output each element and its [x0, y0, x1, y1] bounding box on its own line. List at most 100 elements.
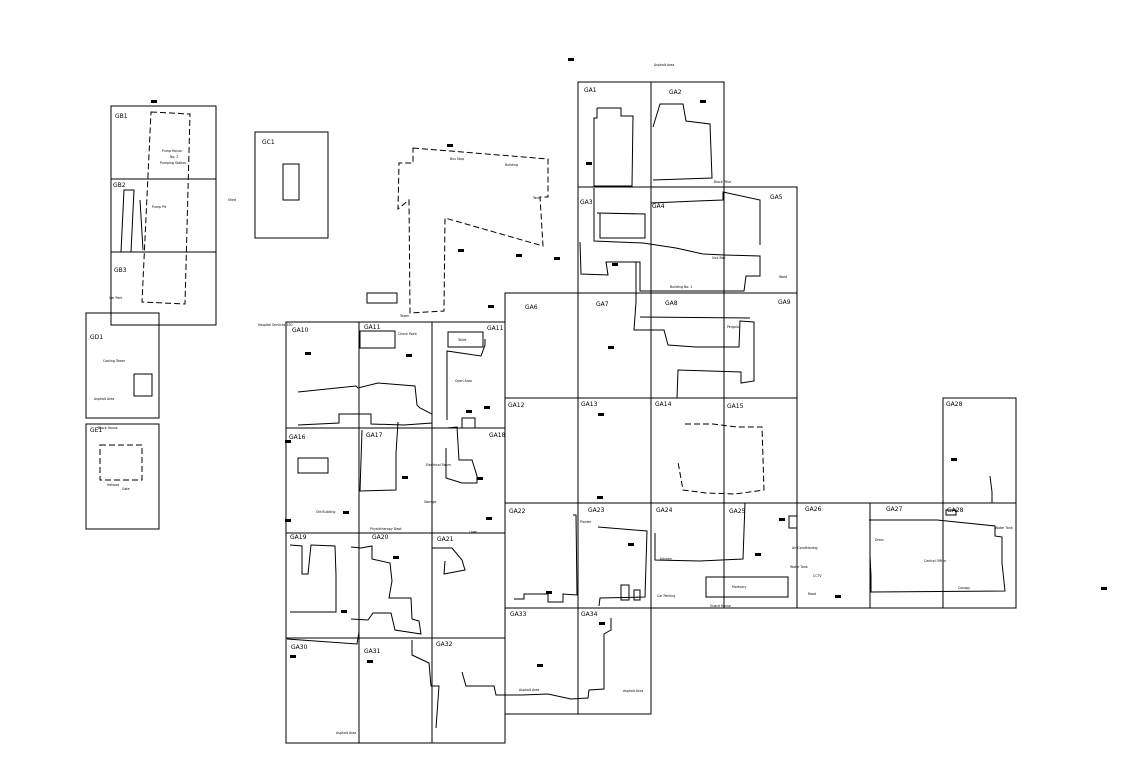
annotation-asphalt-area-2: Asphalt Area — [519, 688, 539, 692]
label-ga5: GA5 — [770, 194, 783, 201]
label-ga28a: GA28 — [946, 401, 963, 408]
label-ga2: GA2 — [669, 89, 682, 96]
sheet-ga8 — [650, 292, 725, 399]
label-ga11a: GA11 — [364, 324, 381, 331]
building-ga4-inner — [596, 212, 646, 239]
label-ga13: GA13 — [581, 401, 598, 408]
sheet-gb3 — [110, 251, 217, 326]
marker — [755, 553, 761, 556]
annotation-lawn: Lawn — [469, 530, 477, 534]
building-ga21 — [432, 547, 466, 575]
label-ga7: GA7 — [596, 301, 609, 308]
annotation-asphalt-area-4: Asphalt Area — [336, 731, 356, 735]
building-ga16 — [297, 457, 329, 474]
label-ga18: GA18 — [489, 432, 506, 439]
annotation-pump-pit: Pump Pit — [152, 205, 167, 209]
annotation-tank: Tank — [532, 196, 540, 200]
sheet-ga10 — [285, 321, 360, 429]
building-gb2-small — [120, 189, 135, 253]
marker — [151, 100, 157, 103]
marker — [951, 458, 957, 461]
label-ga9: GA9 — [778, 299, 791, 306]
building-ga18 — [445, 426, 478, 484]
annotation-mortuary: Mortuary — [732, 585, 747, 589]
marker — [290, 655, 296, 658]
marker — [367, 660, 373, 663]
building-ga1 — [593, 107, 634, 187]
label-ga21: GA21 — [437, 536, 454, 543]
building-ga23 — [597, 526, 648, 607]
annotation-car-parking: Car Parking — [657, 594, 675, 598]
sheet-ga14 — [650, 397, 725, 504]
annotation-asphalt-area-1: Asphalt Area — [94, 397, 114, 401]
annotation-block-house: Block House — [98, 426, 118, 430]
label-ga10: GA10 — [292, 327, 309, 334]
building-ga19 — [289, 544, 337, 613]
marker — [554, 257, 560, 260]
annotation-pump-house-no2: No. 2 — [170, 155, 178, 159]
sheet-ga18 — [431, 427, 506, 534]
marker — [597, 496, 603, 499]
annotation-asphalt-area-3: Asphalt Area — [623, 689, 643, 693]
annotation-old-building: Old Building — [316, 510, 335, 514]
level-markers — [151, 58, 1107, 667]
building-small-top — [366, 292, 398, 304]
marker — [393, 556, 399, 559]
marker — [486, 517, 492, 520]
marker — [343, 511, 349, 514]
marker — [285, 519, 291, 522]
building-gb — [141, 111, 191, 305]
sheet-ga1 — [577, 81, 652, 188]
marker — [516, 254, 522, 257]
label-ga19: GA19 — [290, 534, 307, 541]
sheet-ga7 — [577, 292, 652, 399]
label-gb3: GB3 — [114, 267, 127, 274]
annotation-tower: Tower — [399, 314, 410, 318]
building-ga23-small — [620, 584, 630, 601]
annotation-check-point: Check Point — [398, 332, 417, 336]
annotation-building: Building — [505, 163, 518, 167]
label-ga14: GA14 — [655, 401, 672, 408]
building-ga24-bottom — [705, 576, 789, 598]
label-ga25: GA25 — [729, 508, 746, 515]
sheet-grid — [85, 81, 1017, 744]
annotation-water-tank-2: Water Tank — [995, 526, 1013, 530]
label-ga33: GA33 — [510, 611, 527, 618]
sheet-ga28a — [942, 397, 1017, 504]
building-ga8-line — [639, 316, 751, 319]
sheet-gc1 — [254, 131, 329, 239]
label-ga12: GA12 — [508, 402, 525, 409]
annotation-pumping-station: Pumping Station — [160, 161, 186, 165]
building-ga28a — [989, 475, 993, 503]
annotation-toilet: Toilet — [457, 338, 467, 342]
label-ga32: GA32 — [436, 641, 453, 648]
building-ga26-small — [788, 515, 798, 529]
sheet-gd1 — [85, 312, 160, 419]
annotation-car-park: Car Park — [109, 296, 123, 300]
marker — [285, 440, 291, 443]
building-outlines — [99, 103, 1006, 729]
label-ga4: GA4 — [652, 203, 665, 210]
annotation-central-office: Central Office — [924, 559, 946, 563]
sheet-ga22 — [504, 502, 579, 609]
building-ga14 — [677, 423, 765, 495]
annotation-pergola: Pergola — [727, 325, 739, 329]
building-main-t — [397, 147, 549, 314]
annotation-road: Road — [808, 592, 816, 596]
building-ga24 — [654, 502, 746, 562]
building-ga17 — [359, 421, 399, 492]
label-ga22: GA22 — [509, 508, 526, 515]
sheet-ga9 — [723, 292, 798, 399]
building-ga20 — [350, 545, 422, 635]
building-gb2-line — [139, 199, 144, 251]
building-ge1 — [99, 444, 143, 481]
building-ga11-box — [359, 330, 396, 349]
sheet-ga15 — [723, 397, 798, 504]
marker — [700, 100, 706, 103]
annotations: Asphalt Area Pump House No. 2 Pumping St… — [94, 63, 1013, 735]
marker — [628, 543, 634, 546]
marker — [466, 410, 472, 413]
label-ga26: GA26 — [805, 506, 822, 513]
building-ga11-right — [446, 339, 486, 420]
marker — [477, 477, 483, 480]
